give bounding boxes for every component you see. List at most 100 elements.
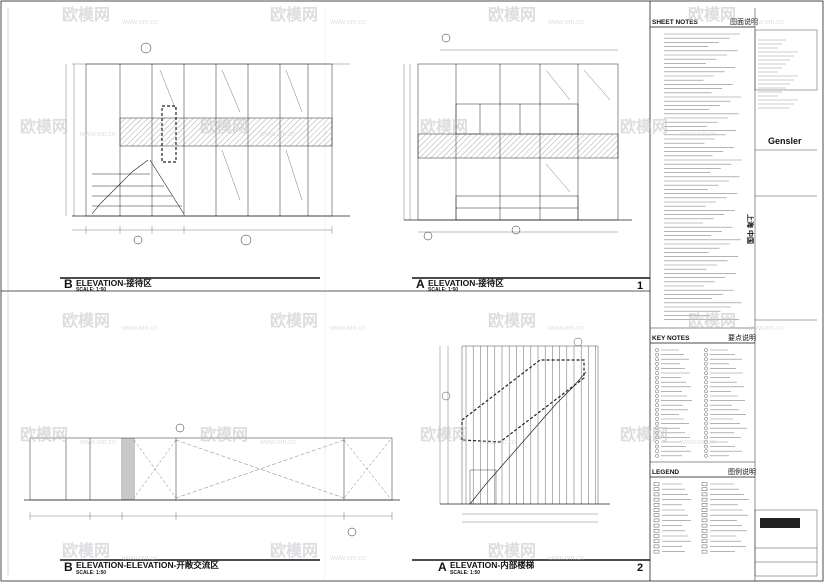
legend-symbol <box>653 549 660 554</box>
legend-symbol <box>701 529 708 533</box>
watermark-url: www.om.cn <box>747 325 784 332</box>
watermark-brand: 欧模网 <box>488 541 536 560</box>
key-note-symbol <box>655 430 659 435</box>
caption-b-reception: B ELEVATION-接待区 SCALE: 1:50 <box>60 277 320 293</box>
watermark-brand: 欧模网 <box>62 311 110 330</box>
key-note-symbol <box>655 384 659 389</box>
legend-symbol <box>701 497 708 502</box>
legend-symbol <box>653 539 660 543</box>
elevation-b-open-area <box>24 423 400 537</box>
row-number-1: 1 <box>637 280 643 292</box>
watermark-url: www.om.cn <box>329 325 366 332</box>
legend-symbol <box>701 513 708 517</box>
watermark-url: www.om.cn <box>329 555 366 562</box>
watermark-brand: 欧模网 <box>62 541 110 560</box>
title-block: SHEET NOTES 图面说明 Gensler 上海 中国 KEY NOTES… <box>650 8 818 581</box>
key-note-symbol <box>704 430 708 435</box>
key-note-symbol <box>704 444 708 449</box>
legend-symbol <box>653 534 660 538</box>
caption-title: ELEVATION-接待区 <box>428 278 504 288</box>
key-note-symbol <box>655 366 659 371</box>
key-note-symbol <box>655 361 659 366</box>
legend-symbol <box>653 523 660 528</box>
watermark-url: www.om.cn <box>329 19 366 26</box>
key-note-symbol <box>704 417 708 421</box>
legend-symbol <box>653 482 660 486</box>
legend-symbol <box>653 518 660 523</box>
watermark-url: www.om.cn <box>121 325 158 332</box>
watermark-url: www.om.cn <box>679 131 716 138</box>
firm-logo: Gensler <box>768 136 802 146</box>
watermark-brand: 欧模网 <box>488 5 536 24</box>
key-note-symbol <box>655 407 659 412</box>
key-note-symbol <box>655 435 659 440</box>
caption-b-open-area: B ELEVATION-ELEVATION-开敞交流区 SCALE: 1:50 <box>60 559 320 576</box>
watermark-url: www.om.cn <box>547 325 584 332</box>
watermark-brand: 欧模网 <box>688 5 736 24</box>
key-note-symbol <box>704 371 708 375</box>
key-note-symbol <box>655 421 659 426</box>
key-note-symbol <box>704 348 708 352</box>
caption-a-internal-stair: A ELEVATION-内部楼梯 SCALE: 1:50 2 <box>412 559 650 576</box>
key-note-symbol <box>704 426 708 431</box>
legend-heading-cn: 图例说明 <box>728 467 756 476</box>
key-note-symbol <box>704 435 708 440</box>
caption-title: ELEVATION-内部楼梯 <box>450 560 535 570</box>
key-note-symbol <box>655 417 659 421</box>
key-note-symbol <box>655 426 659 431</box>
key-note-symbol <box>655 449 659 454</box>
watermark-url: www.om.cn <box>547 19 584 26</box>
watermark-brand: 欧模网 <box>20 117 68 136</box>
key-note-symbol <box>704 407 708 412</box>
elevation-a-reception <box>403 33 632 241</box>
legend-body <box>653 482 749 554</box>
watermark-url: www.om.cn <box>121 19 158 26</box>
caption-letter: B <box>64 277 73 291</box>
caption-title: ELEVATION-接待区 <box>76 278 152 288</box>
key-notes-heading-cn: 要点说明 <box>728 333 756 342</box>
watermark-url: www.om.cn <box>679 439 716 446</box>
watermark-brand: 欧模网 <box>620 425 668 444</box>
caption-title: ELEVATION-ELEVATION-开敞交流区 <box>76 560 219 570</box>
key-note-symbol <box>655 380 659 385</box>
row-number-2: 2 <box>637 562 643 574</box>
elevation-b-reception <box>65 42 350 246</box>
legend-symbol <box>701 539 708 543</box>
key-note-symbol <box>704 421 708 426</box>
legend-symbol <box>653 497 660 502</box>
key-note-symbol <box>655 444 659 449</box>
legend-symbol <box>701 534 708 538</box>
key-note-symbol <box>704 389 708 394</box>
key-note-symbol <box>655 371 659 375</box>
watermark-url: www.om.cn <box>121 555 158 562</box>
key-note-symbol <box>704 366 708 371</box>
legend-heading: LEGEND <box>652 469 679 476</box>
legend-symbol <box>701 508 708 512</box>
watermark-url: www.om.cn <box>259 131 296 138</box>
legend-symbol <box>701 549 708 554</box>
project-location-cn: 上海 中国 <box>746 214 755 244</box>
key-note-symbol <box>704 384 708 389</box>
legend-symbol <box>701 487 708 491</box>
caption-scale: SCALE: 1:50 <box>428 287 458 293</box>
caption-letter: A <box>416 277 425 291</box>
watermark-brand: 欧模网 <box>688 311 736 330</box>
caption-scale: SCALE: 1:50 <box>76 287 106 293</box>
watermark-brand: 欧模网 <box>270 5 318 24</box>
watermark-brand: 欧模网 <box>620 117 668 136</box>
watermark-layer: 欧模网 www.om.cn 欧模网 www.om.cn 欧模网 www.om.cn 欧模网 w… <box>20 5 784 562</box>
legend-symbol <box>653 529 660 533</box>
key-note-symbol <box>704 449 708 454</box>
watermark-brand: 欧模网 <box>62 5 110 24</box>
key-note-symbol <box>655 348 659 352</box>
caption-scale: SCALE: 1:50 <box>450 570 480 576</box>
legend-symbol <box>653 508 660 512</box>
key-note-symbol <box>655 412 659 417</box>
key-note-symbol <box>655 453 659 458</box>
sheet-notes-heading: SHEET NOTES <box>652 19 699 26</box>
watermark-brand: 欧模网 <box>420 425 468 444</box>
elevation-a-internal-stair <box>439 337 610 523</box>
watermark-url: www.om.cn <box>747 19 784 26</box>
key-note-symbol <box>704 394 708 398</box>
